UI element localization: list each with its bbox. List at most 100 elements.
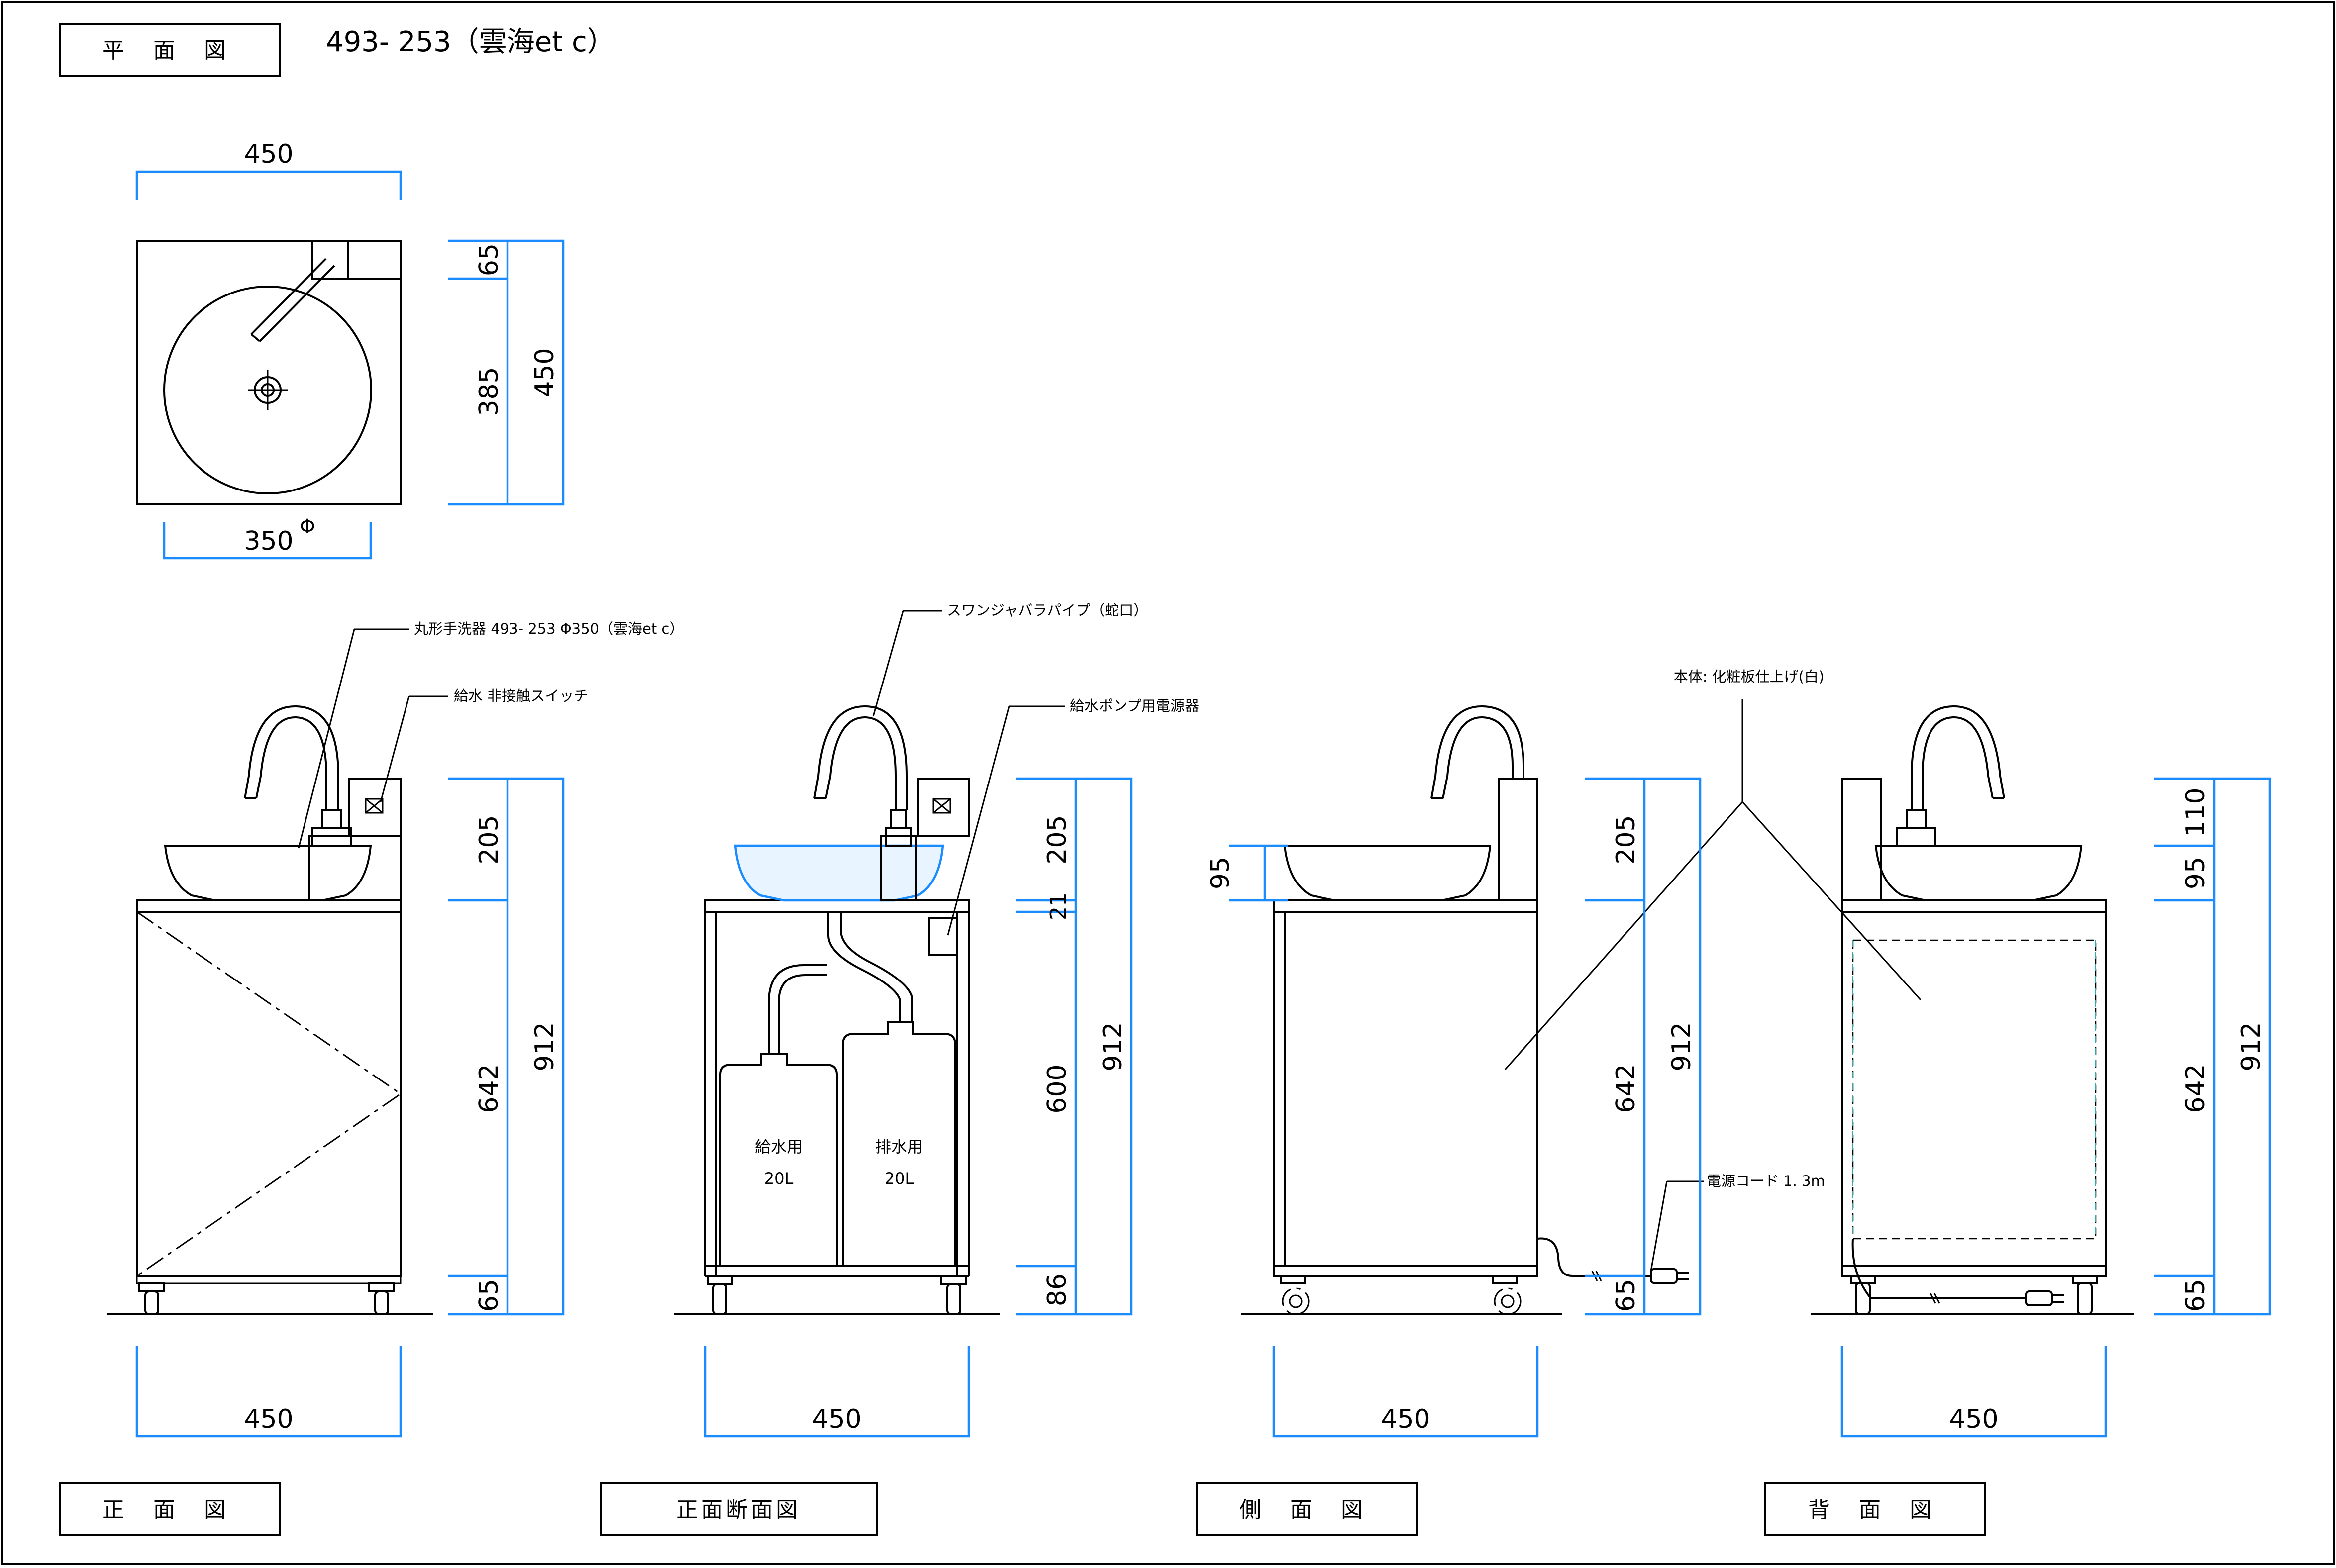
side-cabinet bbox=[1273, 911, 1538, 1267]
back-title-box bbox=[1764, 1482, 1986, 1536]
section-dim-86: 86 bbox=[1042, 1274, 1072, 1306]
front-cabinet bbox=[136, 911, 402, 1277]
section-title-box bbox=[600, 1482, 878, 1536]
plan-basin bbox=[163, 286, 372, 494]
side-note-body: 本体: 化粧板仕上げ(白) bbox=[1674, 668, 1825, 685]
section-note-pipe: スワンジャバラパイプ（蛇口） bbox=[947, 602, 1148, 619]
front-switch-box bbox=[348, 778, 402, 837]
section-tank-drain-name: 排水用 bbox=[875, 1137, 923, 1156]
side-power-cord bbox=[1537, 1237, 1651, 1277]
side-dim-65: 65 bbox=[1611, 1279, 1641, 1312]
section-dim-912: 912 bbox=[1098, 1022, 1128, 1071]
side-note-cord: 電源コード 1. 3m bbox=[1707, 1173, 1825, 1189]
plan-view: 450 350 Φ 65 385 450 bbox=[135, 139, 565, 560]
back-dim-110: 110 bbox=[2181, 787, 2211, 837]
plan-dim-phi: Φ bbox=[300, 515, 315, 538]
back-title: 背 面 図 bbox=[1808, 1497, 1942, 1523]
section-tank-supply-name: 給水用 bbox=[755, 1137, 803, 1156]
section-spout bbox=[813, 705, 908, 810]
section-dim-600: 600 bbox=[1042, 1064, 1072, 1113]
front-basin bbox=[164, 845, 372, 901]
back-panel-hidden bbox=[1852, 939, 2097, 1240]
back-plug-icon bbox=[2025, 1290, 2064, 1306]
front-title-box bbox=[59, 1482, 281, 1536]
section-dim-21: 21 bbox=[1046, 892, 1071, 920]
side-spout bbox=[1430, 705, 1524, 799]
front-view: 丸形手洗器 493- 253 Φ350（雲海et c） 給水 非接触スイッチ 2… bbox=[59, 620, 684, 1536]
front-dim-65: 65 bbox=[474, 1279, 504, 1312]
section-tank-supply bbox=[719, 1053, 838, 1267]
back-basin bbox=[1874, 845, 2083, 901]
section-basin bbox=[734, 844, 944, 902]
section-dim-205: 205 bbox=[1042, 815, 1072, 864]
plan-dim-65: 65 bbox=[474, 243, 504, 276]
back-dim-642: 642 bbox=[2181, 1064, 2211, 1113]
front-spout bbox=[244, 705, 339, 810]
side-casters bbox=[1280, 1275, 1522, 1315]
section-tank-drain-cap: 20L bbox=[885, 1169, 914, 1188]
section-tank-drain bbox=[842, 1021, 956, 1267]
front-countertop bbox=[136, 899, 402, 913]
front-dim-642: 642 bbox=[474, 1064, 504, 1113]
section-switch-box bbox=[917, 778, 970, 837]
front-dim-205: 205 bbox=[474, 815, 504, 864]
plan-dim-385: 385 bbox=[474, 367, 504, 416]
section-faucet-column bbox=[880, 835, 917, 901]
side-view: 電源コード 1. 3m 本体: 化粧板仕上げ(白) 95 205 642 65 … bbox=[1196, 668, 1922, 1536]
back-dim-912: 912 bbox=[2236, 1022, 2266, 1071]
section-tank-supply-cap: 20L bbox=[764, 1169, 794, 1188]
back-dim-width: 450 bbox=[1949, 1404, 1998, 1434]
front-note-basin: 丸形手洗器 493- 253 Φ350（雲海et c） bbox=[414, 620, 684, 637]
front-sensor-icon bbox=[365, 798, 384, 814]
front-note-switch: 給水 非接触スイッチ bbox=[454, 687, 588, 704]
side-dim-912: 912 bbox=[1667, 1022, 1697, 1071]
section-title: 正面断面図 bbox=[676, 1497, 801, 1523]
section-casters bbox=[707, 1275, 967, 1315]
front-dim-width: 450 bbox=[244, 1404, 293, 1434]
plan-spout bbox=[250, 258, 335, 342]
plan-dim-450: 450 bbox=[530, 348, 560, 397]
plan-dim-basin: 350 bbox=[244, 526, 293, 556]
side-dim-width: 450 bbox=[1381, 1404, 1430, 1434]
side-plug-icon bbox=[1650, 1268, 1689, 1284]
side-title: 側 面 図 bbox=[1239, 1497, 1374, 1523]
section-sensor-icon bbox=[932, 798, 951, 814]
front-dim-912: 912 bbox=[530, 1022, 560, 1071]
plan-label-box bbox=[59, 23, 281, 77]
side-title-box bbox=[1196, 1482, 1418, 1536]
side-dim-205: 205 bbox=[1611, 815, 1641, 864]
side-countertop bbox=[1273, 899, 1538, 913]
back-countertop bbox=[1841, 899, 2107, 913]
back-cabinet bbox=[1841, 911, 2107, 1277]
side-dim-95: 95 bbox=[1206, 857, 1235, 889]
plan-label: 平 面 図 bbox=[102, 38, 237, 63]
side-dim-642: 642 bbox=[1611, 1064, 1641, 1113]
side-back-column bbox=[1498, 778, 1538, 901]
section-dim-width: 450 bbox=[812, 1404, 861, 1434]
front-door-swing-line bbox=[136, 911, 402, 1277]
section-pump-power-unit bbox=[928, 917, 958, 956]
back-column bbox=[1841, 778, 1882, 901]
plan-counter-outline bbox=[136, 240, 402, 505]
front-casters bbox=[138, 1282, 395, 1315]
back-view: 110 95 642 65 912 450 背 面 図 bbox=[1764, 705, 2271, 1536]
section-supply-pipe bbox=[768, 964, 827, 1054]
plan-drain-icon bbox=[248, 370, 288, 410]
section-note-power: 給水ポンプ用電源器 bbox=[1070, 697, 1199, 714]
plan-faucet-base bbox=[311, 240, 402, 280]
section-countertop bbox=[704, 899, 970, 913]
front-title: 正 面 図 bbox=[102, 1497, 237, 1523]
section-view: 給水用 20L 排水用 20L スワンジャバラパイプ（蛇口） 給水ポンプ用電源器… bbox=[600, 602, 1199, 1536]
section-frame bbox=[704, 912, 970, 1277]
back-dim-65: 65 bbox=[2181, 1279, 2211, 1312]
model-title: 493- 253（雲海et c） bbox=[326, 26, 615, 58]
back-power-cord bbox=[1851, 1238, 2026, 1299]
side-basin bbox=[1283, 845, 1492, 901]
back-spout bbox=[1911, 705, 2005, 810]
back-dim-95: 95 bbox=[2181, 857, 2211, 889]
plan-dim-width: 450 bbox=[244, 139, 293, 169]
section-drain-pipe bbox=[827, 912, 913, 1022]
